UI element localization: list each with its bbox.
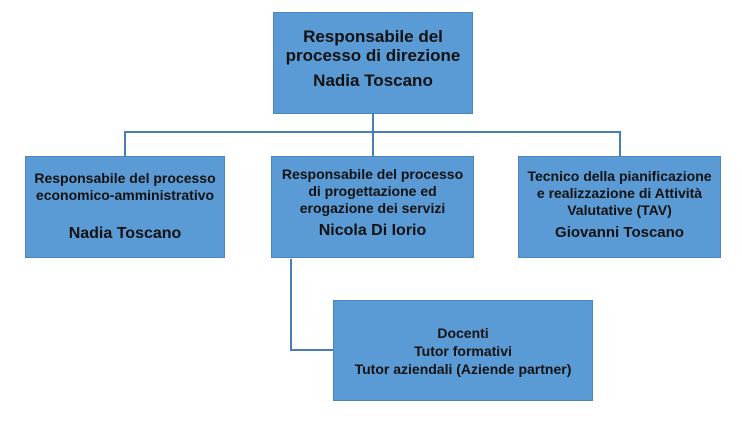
node-title-line2: economico-amministrativo [35,187,215,203]
node-title: Responsabile del processo di progettazio… [282,166,463,217]
node-title: Responsabile del processo economico-ammi… [34,170,215,204]
node-title-line1: Responsabile del processo [281,166,464,182]
root-title-line1: Responsabile del [303,27,443,46]
node-progettazione-erogazione: Responsabile del processo di progettazio… [271,156,474,258]
connector-root-down [372,114,374,132]
node-title-line3: erogazione dei servizi [299,200,446,216]
node-title: Tecnico della pianificazione e realizzaz… [527,168,711,219]
node-name: Nadia Toscano [68,225,182,242]
node-title-line2: e realizzazione di Attività [536,185,703,201]
node-title-line2: di progettazione ed [308,183,437,199]
root-name: Nadia Toscano [313,71,433,90]
staff-node: Docenti Tutor formativi Tutor aziendali … [333,300,593,401]
node-name: Nicola Di Iorio [318,222,427,239]
node-title-line3: Valutative (TAV) [567,202,672,218]
connector-middle-down [290,259,292,351]
node-economico-amministrativo: Responsabile del processo economico-ammi… [25,156,225,258]
staff-docenti: Docenti [437,324,489,341]
root-title: Responsabile del processo di direzione [286,27,461,65]
staff-tutor-formativi: Tutor formativi [414,342,512,359]
node-tecnico-tav: Tecnico della pianificazione e realizzaz… [518,156,721,258]
node-title-line1: Responsabile del processo [34,170,216,186]
node-title-line1: Tecnico della pianificazione [527,168,712,184]
staff-tutor-aziendali: Tutor aziendali (Aziende partner) [354,360,572,377]
connector-to-middle-box [372,131,374,156]
node-name: Giovanni Toscano [555,224,684,241]
root-node: Responsabile del processo di direzione N… [273,12,473,114]
root-title-line2: processo di direzione [285,46,461,65]
connector-to-right-box [619,131,621,156]
connector-to-left-box [124,131,126,156]
connector-to-staff-box [290,349,334,351]
